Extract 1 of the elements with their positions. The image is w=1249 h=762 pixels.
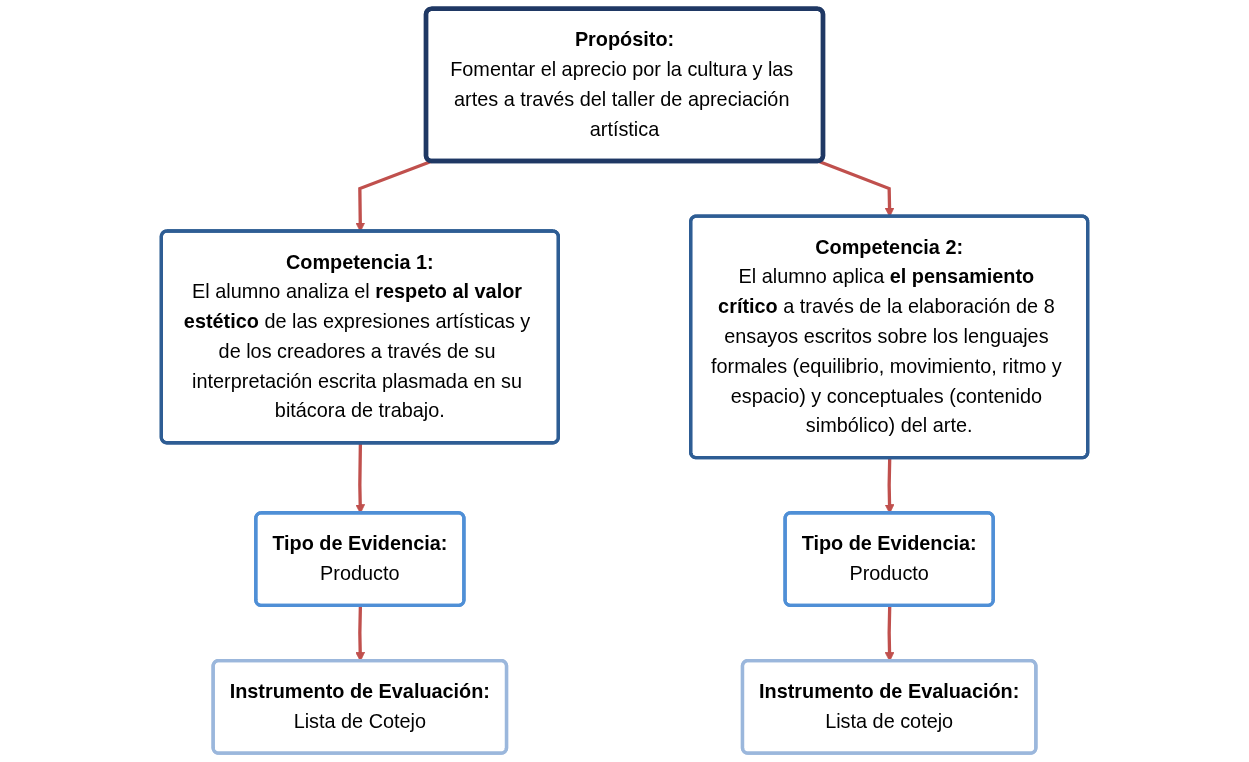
arrow <box>355 159 432 232</box>
